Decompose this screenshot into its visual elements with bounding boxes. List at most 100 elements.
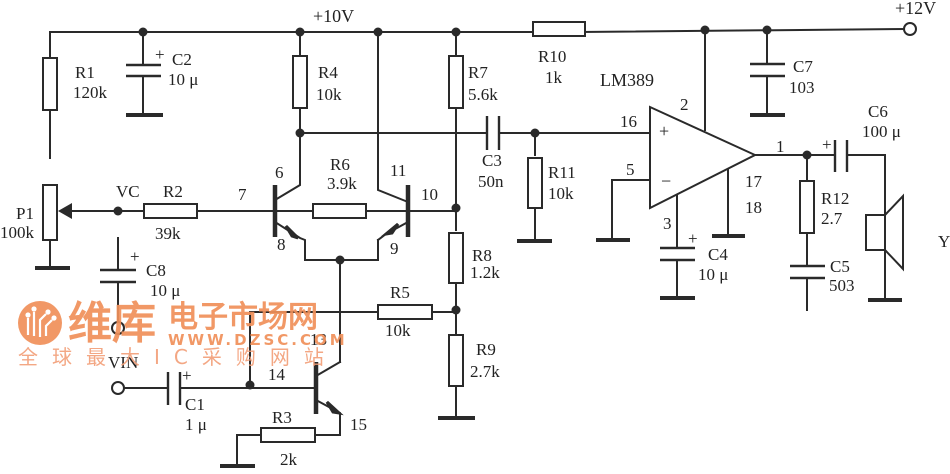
vin-terminal (111, 381, 125, 395)
svg-text:R9: R9 (476, 340, 496, 359)
resistors (42, 21, 815, 443)
svg-text:10 μ: 10 μ (150, 281, 180, 300)
svg-text:R12: R12 (821, 189, 849, 208)
svg-text:10k: 10k (385, 321, 411, 340)
potentiometer-p1 (42, 184, 58, 241)
svg-text:7: 7 (238, 185, 247, 204)
ic-name: LM389 (600, 70, 654, 90)
svg-text:3: 3 (663, 214, 672, 233)
resistor-r9 (448, 334, 464, 387)
svg-text:C4: C4 (708, 245, 728, 264)
plus12v-terminal (903, 22, 917, 36)
ic-minus-sign: − (661, 171, 671, 191)
transistors (272, 185, 411, 416)
ground-symbols (35, 113, 902, 468)
svg-text:R2: R2 (163, 182, 183, 201)
svg-text:2: 2 (680, 95, 689, 114)
resistor-r1 (42, 57, 58, 111)
svg-text:VIN: VIN (108, 353, 138, 372)
svg-text:C6: C6 (868, 102, 888, 121)
svg-text:2.7: 2.7 (821, 209, 843, 228)
svg-text:100k: 100k (0, 223, 35, 242)
emitter-arrow-icon (380, 222, 400, 237)
svg-text:P1: P1 (16, 204, 34, 223)
svg-text:14: 14 (268, 365, 286, 384)
watermark: 维库 电子市场网 WWW.DZSC.COM 全球最大IC采购网站 (18, 298, 348, 369)
watermark-brand: 维库 (68, 298, 156, 349)
svg-text:10k: 10k (316, 85, 342, 104)
lm389-amplifier (649, 105, 758, 210)
speaker-icon (865, 193, 904, 272)
svg-text:10 μ: 10 μ (168, 70, 198, 89)
svg-text:R1: R1 (75, 63, 95, 82)
svg-text:1.2k: 1.2k (470, 263, 500, 282)
svg-text:+: + (130, 247, 140, 266)
emitter-arrow-icon (325, 400, 344, 416)
svg-text:C2: C2 (172, 50, 192, 69)
capacitor-c6 (833, 140, 849, 172)
svg-text:C1: C1 (185, 395, 205, 414)
svg-text:R7: R7 (468, 63, 488, 82)
capacitor-c8 (100, 268, 136, 284)
svg-text:+: + (182, 366, 192, 385)
capacitor-c2 (126, 63, 161, 78)
polarity-marks: + + + + + (130, 45, 832, 385)
svg-text:2k: 2k (280, 450, 298, 469)
svg-text:16: 16 (620, 112, 637, 131)
svg-text:C3: C3 (482, 151, 502, 170)
svg-text:+: + (155, 45, 165, 64)
svg-text:+: + (822, 135, 832, 154)
capacitor-c7 (750, 62, 785, 78)
svg-text:C5: C5 (830, 257, 850, 276)
capacitor-c5 (790, 264, 825, 280)
svg-text:5.6k: 5.6k (468, 85, 498, 104)
rail-label-10v: +10V (313, 6, 354, 26)
capacitor-c3 (485, 116, 501, 150)
svg-text:R8: R8 (472, 246, 492, 265)
resistor-r4 (292, 55, 308, 109)
svg-text:R5: R5 (390, 283, 410, 302)
resistor-r7 (448, 55, 464, 109)
svg-text:R11: R11 (548, 163, 576, 182)
svg-text:10 μ: 10 μ (698, 265, 728, 284)
svg-text:2.7k: 2.7k (470, 362, 500, 381)
svg-text:100 μ: 100 μ (862, 122, 901, 141)
svg-text:120k: 120k (73, 83, 108, 102)
watermark-tagline: 电子市场网 (168, 300, 318, 335)
svg-text:R3: R3 (272, 408, 292, 427)
svg-text:R10: R10 (538, 47, 566, 66)
resistor-r12 (799, 180, 815, 234)
svg-text:3.9k: 3.9k (327, 174, 357, 193)
svg-text:9: 9 (390, 239, 399, 258)
junctions (113, 25, 812, 390)
dzsc-logo-icon (18, 301, 62, 345)
resistor-r3 (260, 427, 316, 443)
capacitors (100, 62, 849, 405)
svg-text:11: 11 (390, 161, 406, 180)
svg-text:17: 17 (745, 172, 763, 191)
svg-text:5: 5 (626, 160, 635, 179)
resistor-r11 (527, 157, 543, 209)
capacitor-c4 (660, 246, 695, 262)
svg-text:R6: R6 (330, 155, 350, 174)
svg-text:10k: 10k (548, 184, 574, 203)
svg-text:VC: VC (116, 182, 140, 201)
svg-text:13: 13 (310, 330, 327, 349)
p1-wiper-arrow (58, 203, 72, 219)
svg-text:1: 1 (776, 137, 785, 156)
svg-text:6: 6 (275, 163, 284, 182)
svg-text:39k: 39k (155, 224, 181, 243)
watermark-slogan: 全球最大IC采购网站 (18, 345, 338, 369)
ic-plus-sign: + (659, 121, 669, 141)
svg-text:+: + (688, 229, 698, 248)
resistor-r2 (143, 203, 198, 219)
capacitor-c1 (166, 372, 182, 405)
svg-text:10: 10 (421, 185, 438, 204)
watermark-url: WWW.DZSC.COM (168, 331, 348, 349)
svg-text:C8: C8 (146, 261, 166, 280)
emitter-arrow-icon (284, 224, 300, 240)
svg-text:503: 503 (829, 276, 855, 295)
